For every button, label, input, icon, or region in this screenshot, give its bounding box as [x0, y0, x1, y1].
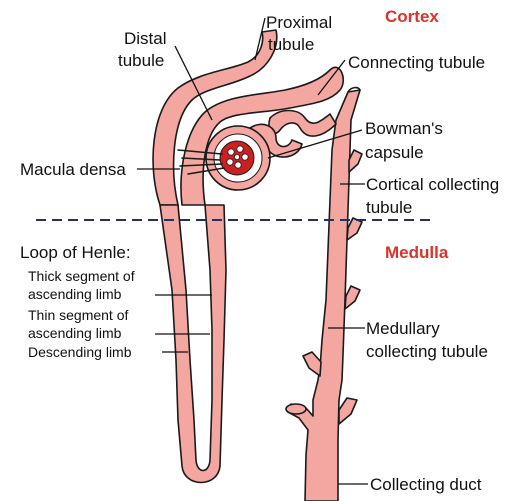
descending-limb-label: Descending limb: [28, 344, 132, 360]
collecting-duct-label: Collecting duct: [370, 475, 482, 494]
side-branch: [349, 150, 362, 172]
cortical-collecting-tubule-label: Cortical collecting tubule: [366, 175, 504, 217]
branch-opening: [286, 404, 306, 414]
bowmans-capsule-label: Bowman's capsule: [365, 119, 448, 162]
medulla-label: Medulla: [385, 243, 449, 262]
thin-ascending-limb-label: Thin segment of ascending limb: [28, 307, 132, 341]
thick-ascending-limb-label: Thick segment of ascending limb: [28, 268, 139, 302]
medullary-collecting-tubule-label: Medullary collecting tubule: [366, 319, 488, 361]
connecting-tubule-label: Connecting tubule: [348, 53, 485, 72]
loop-of-henle-shape: [160, 205, 226, 483]
cortex-label: Cortex: [385, 7, 439, 26]
bowmans-capsule: [206, 126, 270, 190]
side-branch: [345, 286, 360, 309]
side-branch: [347, 218, 362, 240]
macula-densa-label: Macula densa: [20, 160, 126, 179]
loop-of-henle-label: Loop of Henle:: [20, 243, 131, 262]
connecting-tubule-shape: [269, 111, 336, 137]
distal-tubule-label: Distal tubule: [118, 29, 171, 70]
side-branch: [303, 352, 321, 376]
side-branch: [339, 398, 357, 424]
